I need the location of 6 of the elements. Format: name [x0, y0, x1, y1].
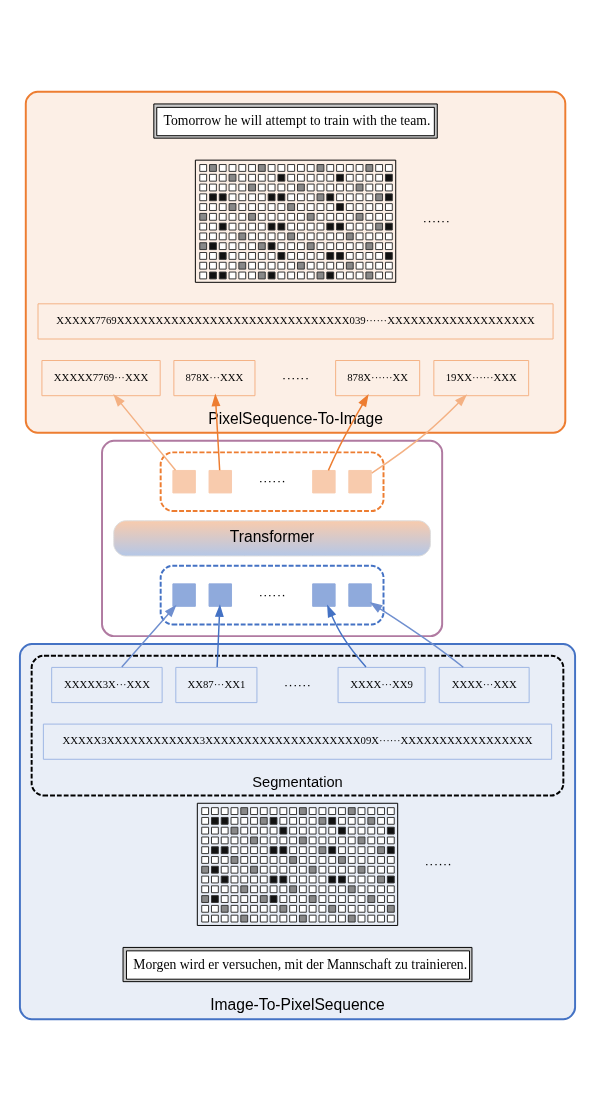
label: ······	[424, 855, 452, 871]
label: ······	[281, 369, 310, 385]
label: ······	[258, 472, 286, 488]
label: ······	[422, 212, 450, 228]
label: ······	[258, 586, 286, 602]
label: ······	[283, 676, 312, 692]
